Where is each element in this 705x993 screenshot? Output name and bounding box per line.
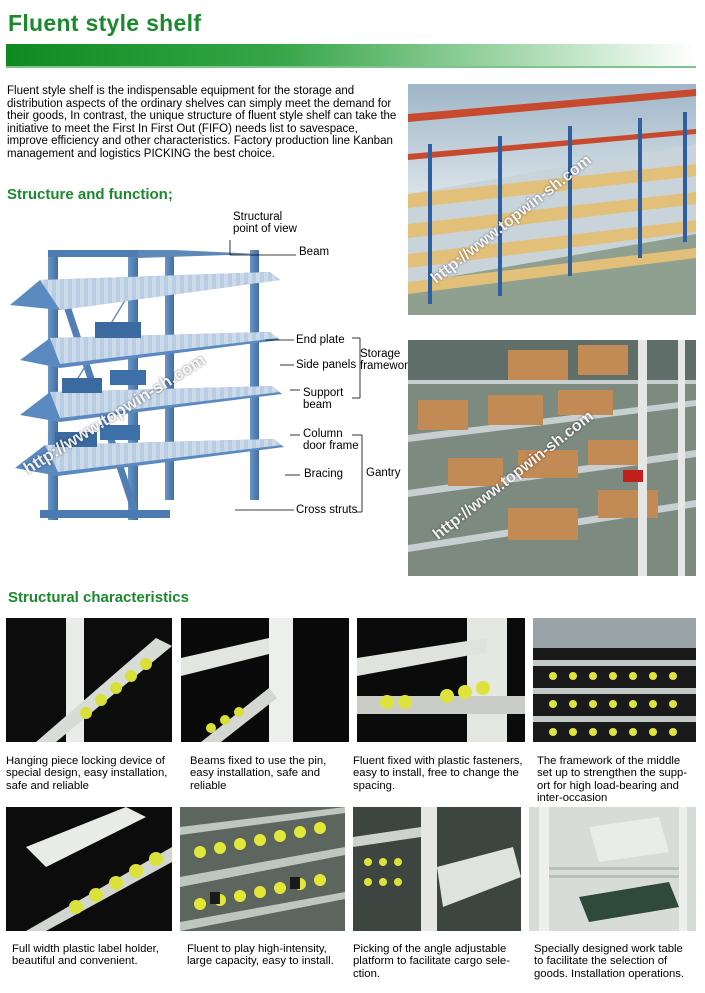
label-point-of-view: point of view xyxy=(233,223,297,235)
warehouse-photo-top: http://www.topwin-sh.com xyxy=(408,84,696,315)
title-underline xyxy=(6,66,696,68)
thumb-work-table xyxy=(529,807,696,931)
thumb-angle-platform xyxy=(353,807,521,931)
caption-plastic-fastener: Fluent fixed with plastic fasteners,easy… xyxy=(353,755,523,792)
label-column: Column xyxy=(303,428,343,440)
label-gantry: Gantry xyxy=(366,467,401,479)
thumb-label-holder xyxy=(6,807,172,931)
thumb-plastic-fastener xyxy=(357,618,525,742)
label-side-panels: Side panels xyxy=(296,359,357,371)
caption-high-intensity: Fluent to play high-intensity,large capa… xyxy=(187,943,334,968)
title-stripe xyxy=(6,44,696,66)
caption-beam-pin: Beams fixed to use the pin,easy installa… xyxy=(190,755,327,792)
label-framework: framework xyxy=(360,360,414,372)
label-cross-struts: Cross struts xyxy=(296,504,358,516)
thumb-beam-pin xyxy=(181,618,349,742)
label-bracing: Bracing xyxy=(304,468,343,480)
characteristics-heading: Structural characteristics xyxy=(8,589,189,606)
label-storage: Storage xyxy=(360,348,401,360)
warehouse-photo-bottom: http://www.topwin-sh.com xyxy=(408,340,696,576)
page-title: Fluent style shelf xyxy=(8,10,202,36)
shelf-structure-diagram xyxy=(10,240,363,520)
thumb-middle-framework xyxy=(533,618,696,742)
label-support-beam: beam xyxy=(303,399,332,411)
intro-paragraph: Fluent style shelf is the indispensable … xyxy=(7,85,397,160)
label-support: Support xyxy=(303,387,344,399)
title-bar: Fluent style shelf xyxy=(0,0,705,70)
label-beam: Beam xyxy=(299,246,330,258)
caption-label-holder: Full width plastic label holder,beautifu… xyxy=(12,943,159,968)
thumb-hanging-lock xyxy=(6,618,172,742)
thumb-high-intensity xyxy=(180,807,345,931)
label-door-frame: door frame xyxy=(303,440,359,452)
label-end-plate: End plate xyxy=(296,334,345,346)
label-structural: Structural xyxy=(233,211,283,223)
structure-heading: Structure and function; xyxy=(7,186,173,203)
